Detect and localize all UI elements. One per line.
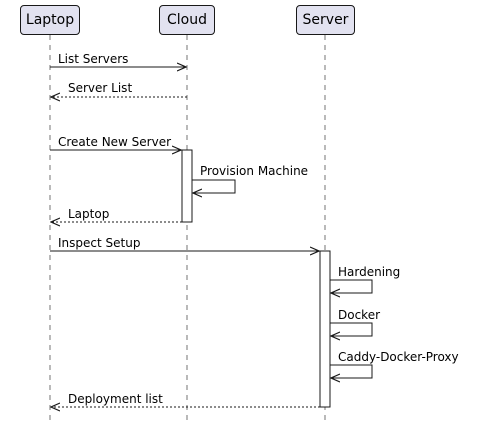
message-label: Hardening bbox=[338, 265, 400, 279]
self-message-arrow bbox=[330, 364, 373, 378]
message-label: Inspect Setup bbox=[58, 236, 140, 250]
message-label: Docker bbox=[338, 308, 380, 322]
participant-laptop: Laptop bbox=[20, 5, 80, 35]
message-label: Caddy-Docker-Proxy bbox=[338, 350, 459, 364]
activation-bar-server bbox=[319, 250, 331, 408]
self-message-arrow bbox=[192, 179, 236, 193]
message-label: Provision Machine bbox=[200, 164, 308, 178]
message-label: Laptop bbox=[68, 207, 109, 221]
participant-cloud: Cloud bbox=[159, 5, 215, 35]
self-message-arrow bbox=[330, 279, 373, 293]
self-message-arrow bbox=[330, 322, 373, 336]
message-label: List Servers bbox=[58, 52, 128, 66]
message-label: Create New Server bbox=[58, 135, 171, 149]
participant-server: Server bbox=[296, 5, 355, 35]
message-label: Deployment list bbox=[68, 392, 163, 406]
message-label: Server List bbox=[68, 81, 132, 95]
activation-bar-cloud bbox=[181, 149, 193, 223]
